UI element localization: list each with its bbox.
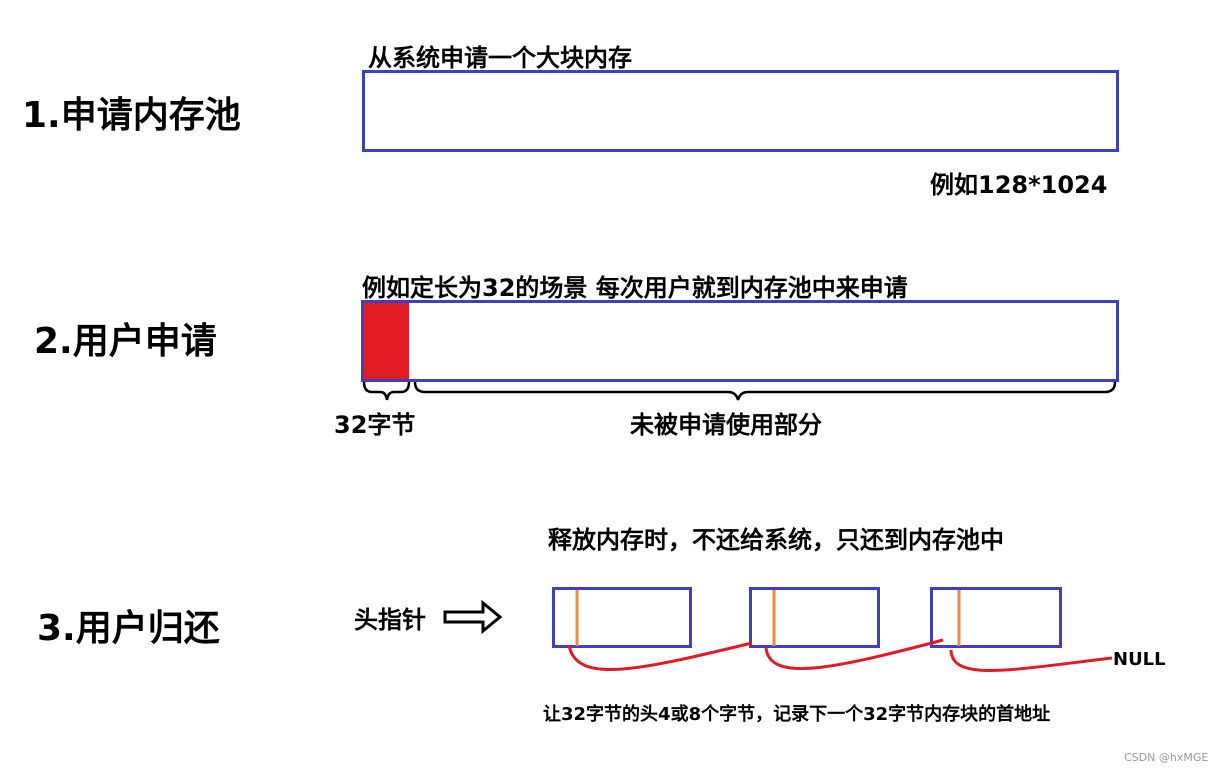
allocated-size-label: 32字节 [334, 411, 416, 439]
link-3-to-null [949, 649, 1113, 672]
free-block-2 [749, 587, 880, 648]
step1-title: 1.申请内存池 [22, 95, 241, 136]
link-2-to-3 [764, 638, 944, 671]
unallocated-label: 未被申请使用部分 [630, 411, 822, 439]
memory-pool-block [362, 70, 1119, 152]
free-block-3 [930, 587, 1062, 648]
pool-block-after-request [361, 300, 1119, 382]
step2-title: 2.用户申请 [34, 321, 217, 362]
allocated-brace [362, 381, 411, 401]
step3-title: 3.用户归还 [37, 608, 220, 649]
pool-caption: 从系统申请一个大块内存 [368, 44, 632, 72]
request-caption: 例如定长为32的场景 每次用户就到内存池中来申请 [362, 274, 908, 302]
pool-size-note: 例如128*1024 [930, 171, 1108, 199]
unallocated-brace [413, 381, 1117, 401]
head-pointer-arrow [443, 599, 503, 635]
head-pointer-label: 头指针 [354, 606, 426, 634]
link-1-to-2 [567, 641, 753, 671]
watermark: CSDN @hxMGE [1124, 751, 1209, 764]
release-caption: 释放内存时，不还给系统，只还到内存池中 [548, 526, 1004, 554]
allocated-32-bytes [364, 303, 409, 379]
null-label: NULL [1113, 649, 1166, 670]
free-block-1 [552, 587, 692, 648]
footnote: 让32字节的头4或8个字节，记录下一个32字节内存块的首地址 [543, 704, 1051, 725]
